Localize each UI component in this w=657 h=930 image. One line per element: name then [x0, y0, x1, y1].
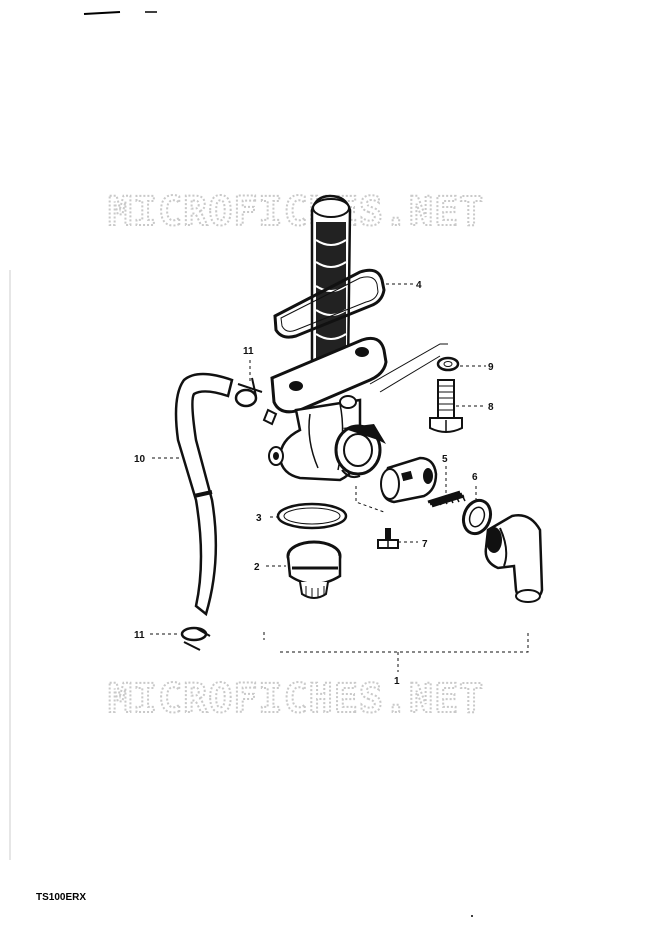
fuel-hose-icon	[174, 372, 234, 617]
fuel-cup-icon	[286, 540, 342, 599]
model-label: TS100ERX	[36, 892, 86, 903]
elbow-fitting-icon	[484, 514, 544, 603]
callout-6: 6	[472, 472, 478, 483]
spring-icon	[427, 490, 466, 508]
watermark-bottom: MICROFICHES.NET	[108, 676, 484, 722]
scan-dot	[471, 915, 473, 917]
callout-1: 1	[394, 676, 400, 687]
washer-icon	[436, 356, 460, 372]
callout-2: 2	[254, 562, 260, 573]
watermark-top: MICROFICHES.NET	[108, 189, 484, 235]
callout-7: 7	[422, 539, 428, 550]
callout-4: 4	[416, 280, 422, 291]
callout-8: 8	[488, 402, 494, 413]
gasket-icon	[273, 268, 386, 339]
screw-icon	[377, 528, 399, 549]
callout-5: 5	[442, 454, 448, 465]
callout-10: 10	[134, 454, 146, 465]
fuel-cock-body-icon	[262, 336, 388, 482]
callout-11-bottom: 11	[134, 630, 145, 641]
washer-icon	[461, 498, 493, 536]
o-ring-icon	[276, 502, 348, 530]
hose-clip-icon	[180, 626, 211, 651]
leader-lines	[150, 283, 529, 672]
callout-9: 9	[488, 362, 494, 373]
callout-11-top: 11	[243, 346, 254, 357]
hose-clip-icon	[234, 377, 263, 408]
assembly-outline	[355, 343, 448, 513]
callouts: 4 9 8 5 6 7 3 2 10 11 11 1	[134, 280, 494, 687]
bolt-icon	[429, 379, 463, 433]
scan-marks	[9, 11, 157, 860]
callout-3: 3	[256, 513, 262, 524]
valve-spindle-icon	[380, 456, 438, 504]
